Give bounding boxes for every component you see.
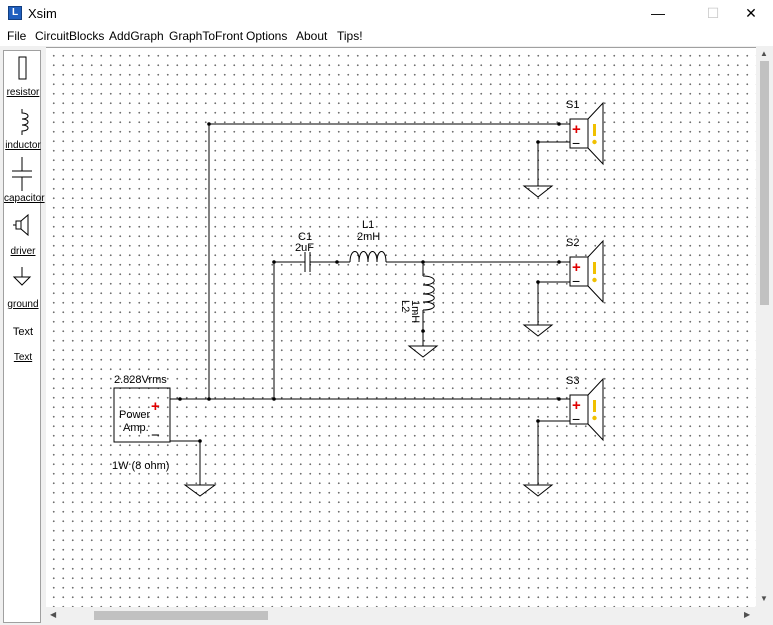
- scroll-down-icon[interactable]: ▼: [760, 594, 768, 603]
- amp-plus-sign: +: [151, 398, 160, 415]
- plus-sign-s1: +: [572, 121, 581, 138]
- palette-inductor-label[interactable]: inductor: [5, 140, 41, 151]
- scroll-right-icon[interactable]: ▶: [744, 610, 751, 619]
- palette-driver-label[interactable]: driver: [10, 246, 36, 257]
- palette-capacitor-label[interactable]: capacitor: [4, 193, 45, 204]
- capacitor-icon[interactable]: [12, 157, 32, 191]
- label-s3: S3: [566, 375, 579, 387]
- minus-sign-s3: −: [572, 411, 580, 427]
- horizontal-scroll-thumb[interactable]: [94, 611, 268, 620]
- scroll-corner: [756, 607, 773, 624]
- menu-tips[interactable]: Tips!: [337, 29, 363, 43]
- vertical-scrollbar[interactable]: ▲ ▼: [756, 47, 773, 607]
- menu-circuitblocks[interactable]: CircuitBlocks: [35, 29, 105, 43]
- scroll-left-icon[interactable]: ◀: [50, 610, 57, 619]
- minus-sign-s1: −: [572, 135, 580, 151]
- warning-icon: [592, 124, 597, 421]
- component-palette: resistor inductor capacitor driver groun…: [3, 50, 45, 623]
- amp-minus-sign: −: [151, 427, 160, 444]
- minimize-button[interactable]: —: [651, 5, 665, 21]
- plus-sign-s2: +: [572, 259, 581, 276]
- title-bar: L Xsim — ☐ ✕: [0, 0, 773, 27]
- palette-icons: [12, 56, 32, 286]
- label-amp-power: 1W (8 ohm): [112, 460, 169, 472]
- scroll-up-icon[interactable]: ▲: [760, 49, 768, 58]
- app-icon: L: [8, 6, 22, 20]
- driver-icon[interactable]: [13, 213, 29, 237]
- plus-sign-s3: +: [572, 397, 581, 414]
- ground-l2[interactable]: [407, 338, 439, 358]
- label-c1-name: C1: [298, 231, 312, 243]
- speaker-s2[interactable]: [522, 239, 604, 337]
- maximize-button[interactable]: ☐: [706, 5, 720, 21]
- label-s2: S2: [566, 237, 579, 249]
- vertical-scroll-thumb[interactable]: [760, 61, 769, 305]
- menu-options[interactable]: Options: [246, 29, 288, 43]
- label-l1-name: L1: [362, 219, 374, 231]
- label-l2-value: 1mH: [409, 300, 421, 323]
- label-l2-name: L2: [399, 300, 411, 312]
- label-amp-voltage: 2.828Vrms: [114, 374, 167, 386]
- palette-ground-label[interactable]: ground: [7, 299, 39, 310]
- palette-resistor-label[interactable]: resistor: [6, 87, 40, 98]
- inductor-l1[interactable]: [349, 251, 387, 263]
- power-amp-box[interactable]: [113, 387, 171, 443]
- horizontal-scrollbar[interactable]: ◀ ▶: [46, 607, 756, 624]
- speaker-s3[interactable]: [522, 377, 604, 497]
- inductor-l2[interactable]: [422, 275, 435, 311]
- minus-sign-s2: −: [572, 273, 580, 289]
- menu-graphtofront[interactable]: GraphToFront: [169, 29, 244, 43]
- ground-amp[interactable]: [183, 484, 217, 497]
- resistor-icon[interactable]: [18, 56, 27, 80]
- schematic-canvas[interactable]: S1 S2 S3 + − + − + − C1 2uF L1 2mH L2 1m…: [46, 47, 756, 607]
- inductor-icon[interactable]: [21, 109, 29, 135]
- label-c1-value: 2uF: [295, 242, 314, 254]
- palette-text-label[interactable]: Text: [13, 352, 33, 363]
- window-title: Xsim: [28, 6, 57, 21]
- ground-icon[interactable]: [12, 267, 32, 286]
- menu-file[interactable]: File: [7, 29, 27, 43]
- label-amp-power-word: Power: [119, 409, 151, 421]
- label-s1: S1: [566, 99, 579, 111]
- palette-text-icon[interactable]: Text: [12, 326, 34, 338]
- label-l1-value: 2mH: [357, 231, 380, 243]
- menu-bar: File CircuitBlocks AddGraph GraphToFront…: [0, 27, 773, 46]
- menu-addgraph[interactable]: AddGraph: [109, 29, 164, 43]
- menu-about[interactable]: About: [296, 29, 328, 43]
- label-amp-word: Amp.: [123, 422, 149, 434]
- schematic-svg: S1 S2 S3 + − + − + − C1 2uF L1 2mH L2 1m…: [112, 99, 604, 497]
- close-button[interactable]: ✕: [745, 5, 757, 21]
- speaker-s1[interactable]: [522, 101, 604, 198]
- capacitor-c1[interactable]: [298, 252, 316, 272]
